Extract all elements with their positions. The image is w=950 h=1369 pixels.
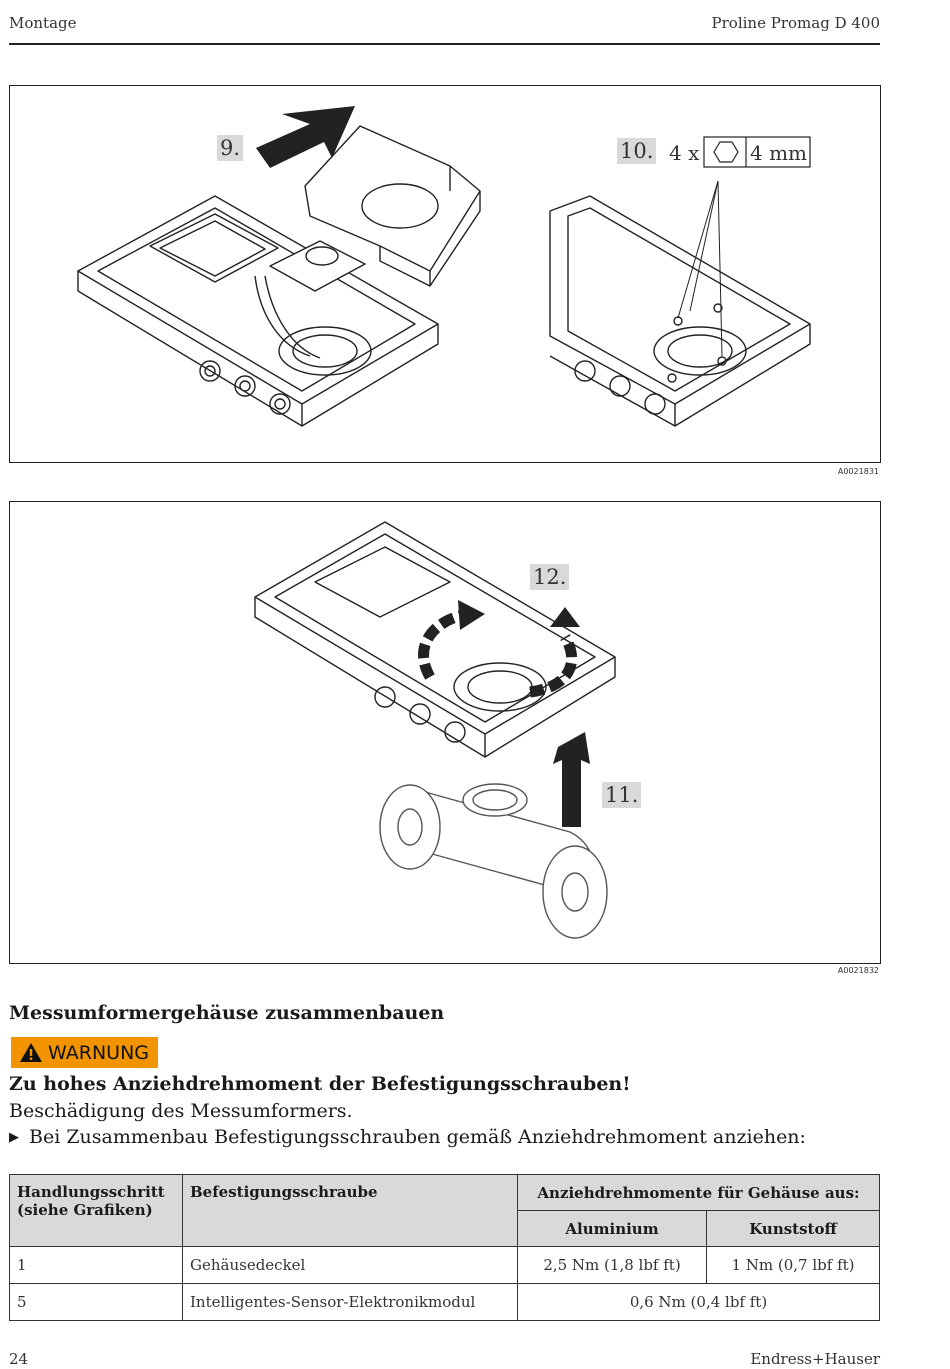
figure-id: A0021831: [837, 467, 879, 476]
page-number: 24: [9, 1350, 29, 1368]
warning-consequence: Beschädigung des Messumformers.: [9, 1100, 353, 1122]
header-step: Handlungsschritt (siehe Grafiken): [9, 1174, 183, 1247]
footer-brand: Endress+Hauser: [750, 1350, 880, 1368]
cell-plastic: 1 Nm (0,7 lbf ft): [706, 1246, 880, 1284]
figure-steps-9-10: 9. 10. 4 x 4 mm: [9, 85, 881, 463]
torque-table: Handlungsschritt (siehe Grafiken) Befest…: [9, 1174, 880, 1321]
cell-torque-both: 0,6 Nm (0,4 lbf ft): [517, 1283, 880, 1321]
figure-id: A0021832: [837, 966, 879, 975]
cell-step: 5: [9, 1283, 183, 1321]
figure-steps-11-12: 12. 11.: [9, 501, 881, 964]
cell-screw: Gehäusedeckel: [182, 1246, 518, 1284]
header-rule: [9, 43, 880, 45]
header-screw: Befestigungsschraube: [182, 1174, 518, 1247]
header-torque: Anziehdrehmomente für Gehäuse aus:: [517, 1174, 880, 1211]
header-aluminium: Aluminium: [517, 1210, 707, 1247]
step-label-11: 11.: [602, 782, 642, 808]
warning-action-text: Bei Zusammenbau Befestigungsschrauben ge…: [29, 1126, 806, 1148]
step-label-10: 10.: [617, 138, 657, 164]
cell-screw: Intelligentes-Sensor-Elektronikmodul: [182, 1283, 518, 1321]
warning-badge: WARNUNG: [11, 1037, 158, 1068]
section-title: Messumformergehäuse zusammenbauen: [9, 1002, 445, 1024]
step-label-12: 12.: [530, 564, 570, 590]
warning-action: ▶ Bei Zusammenbau Befestigungsschrauben g…: [9, 1126, 806, 1148]
assembly-drawing-steps-11-12: [254, 521, 616, 939]
warning-heading: Zu hohes Anziehdrehmoment der Befestigun…: [9, 1073, 631, 1095]
cell-aluminium: 2,5 Nm (1,8 lbf ft): [517, 1246, 707, 1284]
warning-triangle-icon: [20, 1043, 42, 1062]
table-row: 5 Intelligentes-Sensor-Elektronikmodul 0…: [9, 1283, 880, 1321]
tool-count: 4 x: [669, 141, 700, 165]
warning-badge-label: WARNUNG: [48, 1041, 150, 1064]
step-label-9: 9.: [217, 135, 244, 161]
action-arrow-icon: ▶: [9, 1130, 19, 1145]
running-header-section: Montage: [9, 14, 77, 32]
header-plastic: Kunststoff: [706, 1210, 880, 1247]
assembly-drawing-steps-9-10: [77, 106, 811, 427]
table-row: 1 Gehäusedeckel 2,5 Nm (1,8 lbf ft) 1 Nm…: [9, 1246, 880, 1284]
tool-size: 4 mm: [750, 141, 808, 165]
running-header-product: Proline Promag D 400: [711, 14, 880, 32]
cell-step: 1: [9, 1246, 183, 1284]
